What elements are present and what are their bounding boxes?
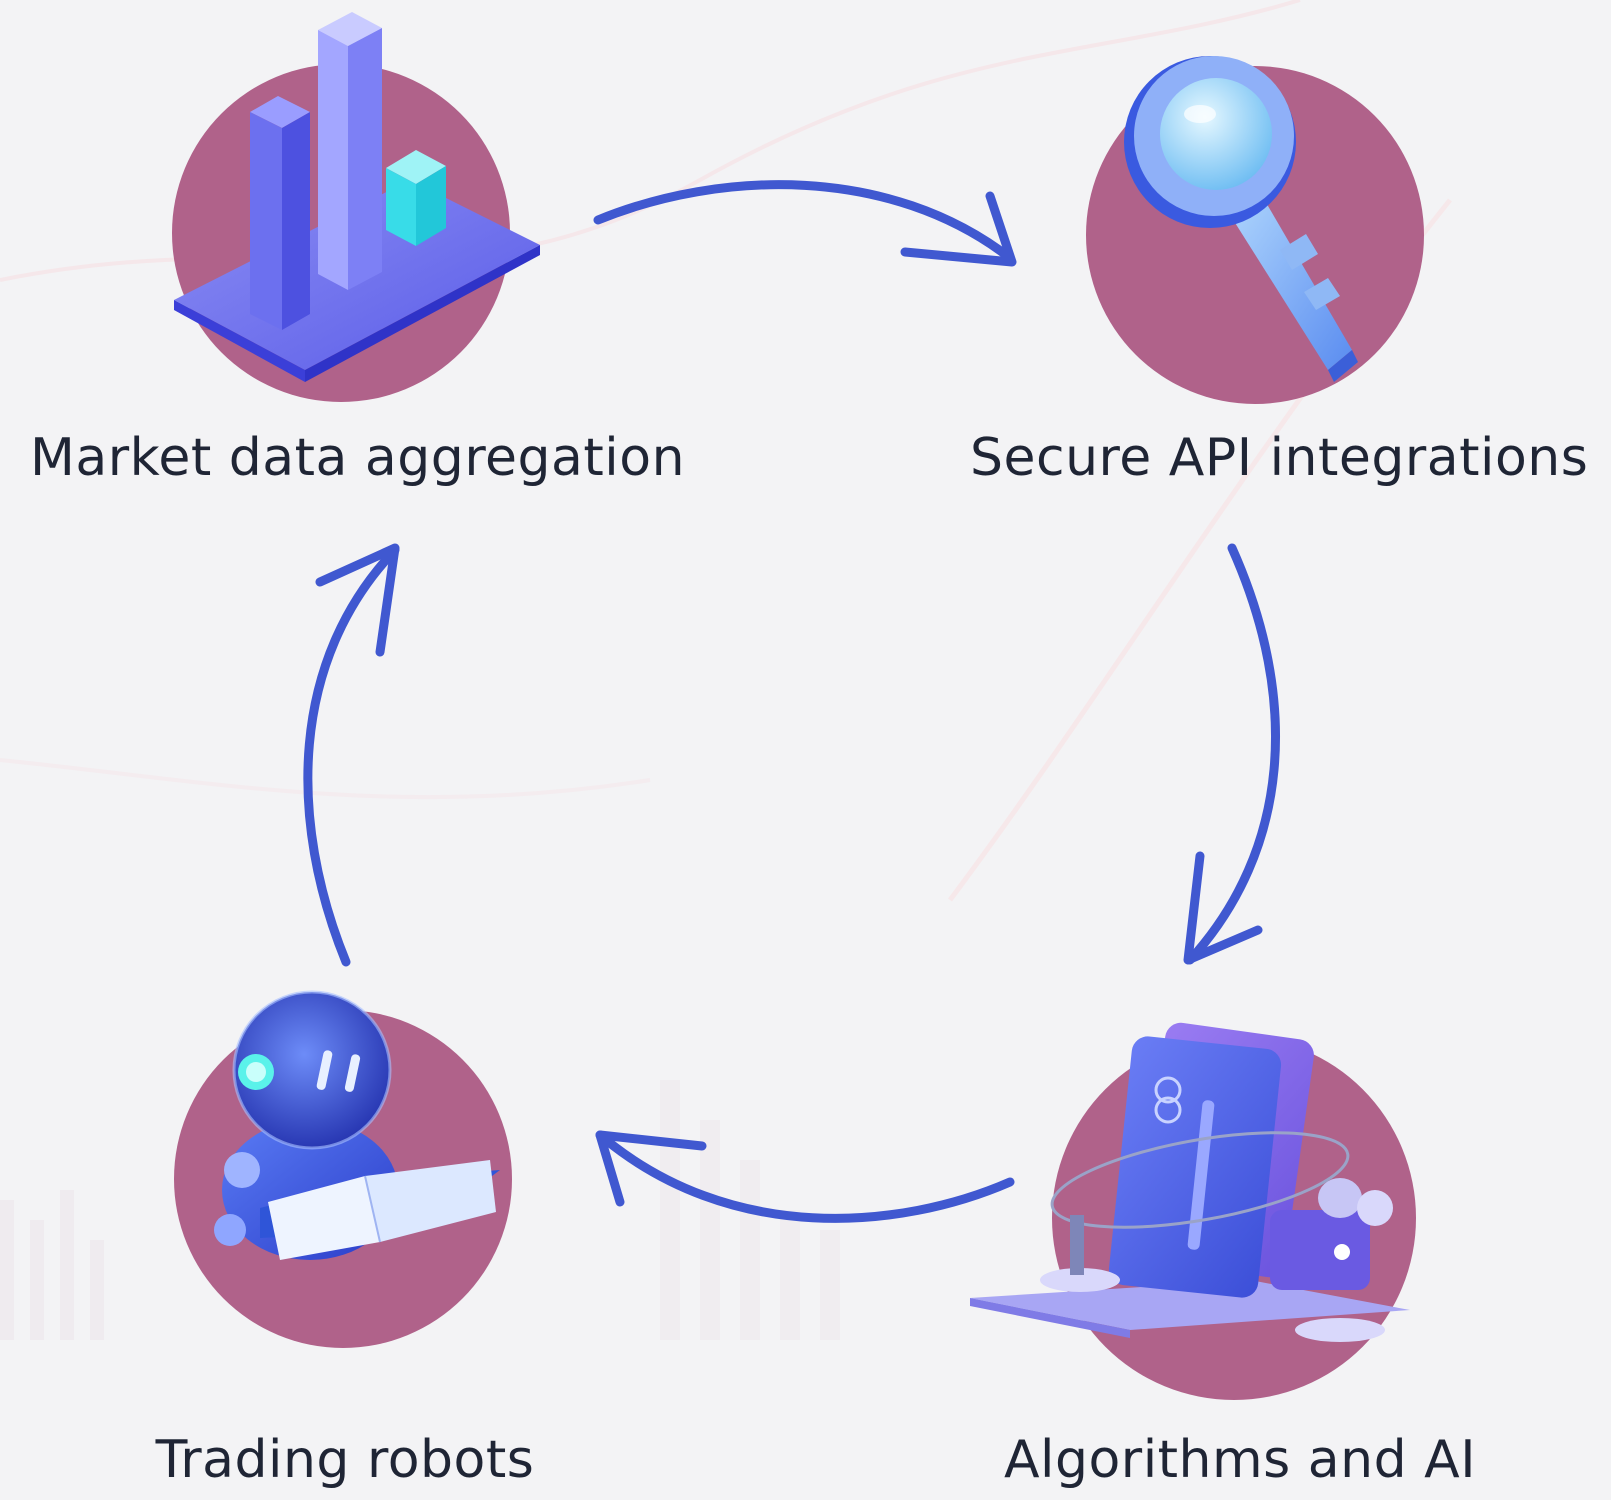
- step-label-market-data: Market data aggregation: [30, 428, 686, 488]
- arrow-api-to-algorithms-head: [1183, 851, 1263, 965]
- arrow-algorithms-to-robots-head: [595, 1130, 707, 1207]
- bar-chart-icon: [174, 12, 540, 382]
- arrow-market-to-api: [593, 180, 1015, 263]
- step-label-api: Secure API integrations: [970, 428, 1589, 488]
- robot-reading-icon: [214, 990, 500, 1260]
- arrow-market-to-api-head: [900, 191, 1017, 267]
- key-magnifier-icon: [1124, 56, 1358, 382]
- cards-wallet-icon: [970, 1022, 1410, 1342]
- arrow-algorithms-to-robots: [595, 1130, 1015, 1223]
- step-label-robots: Trading robots: [155, 1430, 535, 1490]
- arrow-robots-to-market: [303, 545, 400, 967]
- arrow-api-to-algorithms: [1185, 543, 1280, 965]
- step-label-algorithms: Algorithms and AI: [1003, 1430, 1477, 1490]
- arrow-robots-to-market-head: [315, 543, 400, 657]
